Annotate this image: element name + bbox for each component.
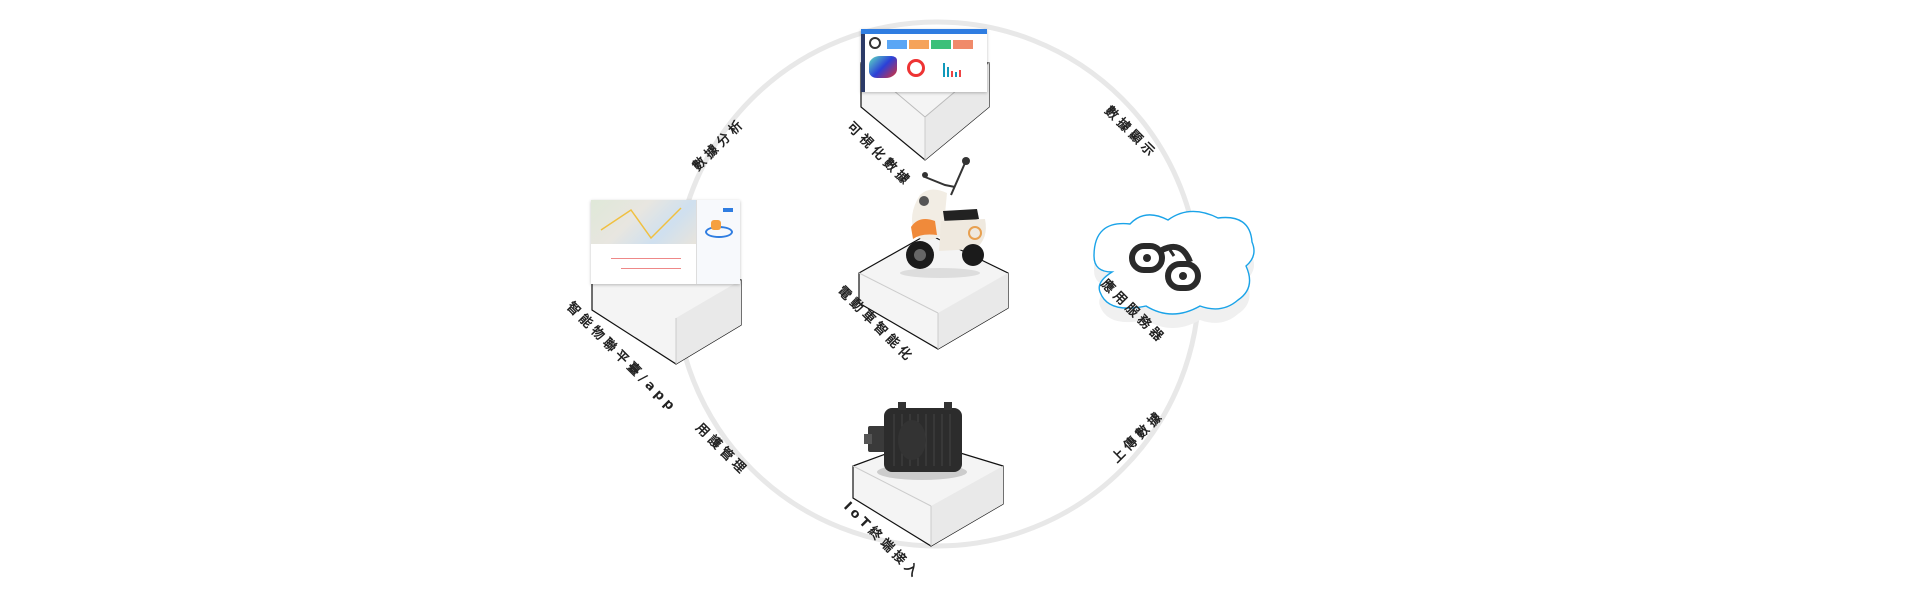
dashboard-screenshot (861, 29, 987, 92)
server-logo-icon (1129, 243, 1201, 291)
platform-app-screenshot (591, 200, 740, 284)
cloud-server-icon (1093, 210, 1255, 328)
iot-terminal-device-image (864, 402, 967, 480)
electric-scooter-image (900, 157, 986, 278)
